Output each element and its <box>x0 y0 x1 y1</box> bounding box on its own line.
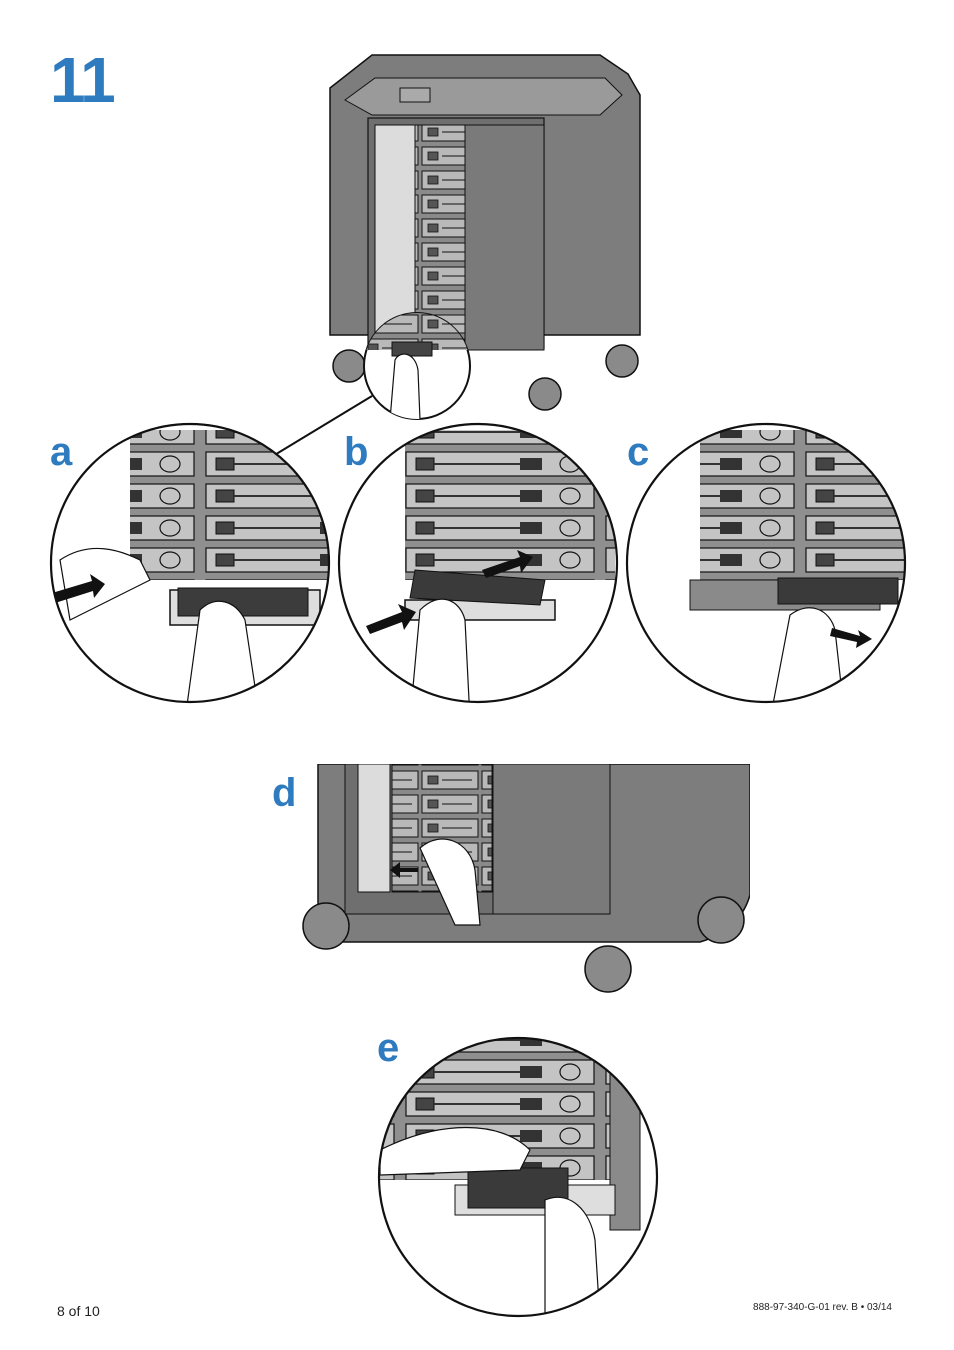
page-number: 8 of 10 <box>57 1303 100 1319</box>
detail-panel-b <box>330 420 630 720</box>
detail-panel-c <box>620 420 920 720</box>
detail-panel-a <box>40 420 340 720</box>
document-code: 888-97-340-G-01 rev. B • 03/14 <box>753 1302 892 1313</box>
detail-panel-d <box>303 764 750 992</box>
detail-panel-e <box>370 1030 670 1330</box>
